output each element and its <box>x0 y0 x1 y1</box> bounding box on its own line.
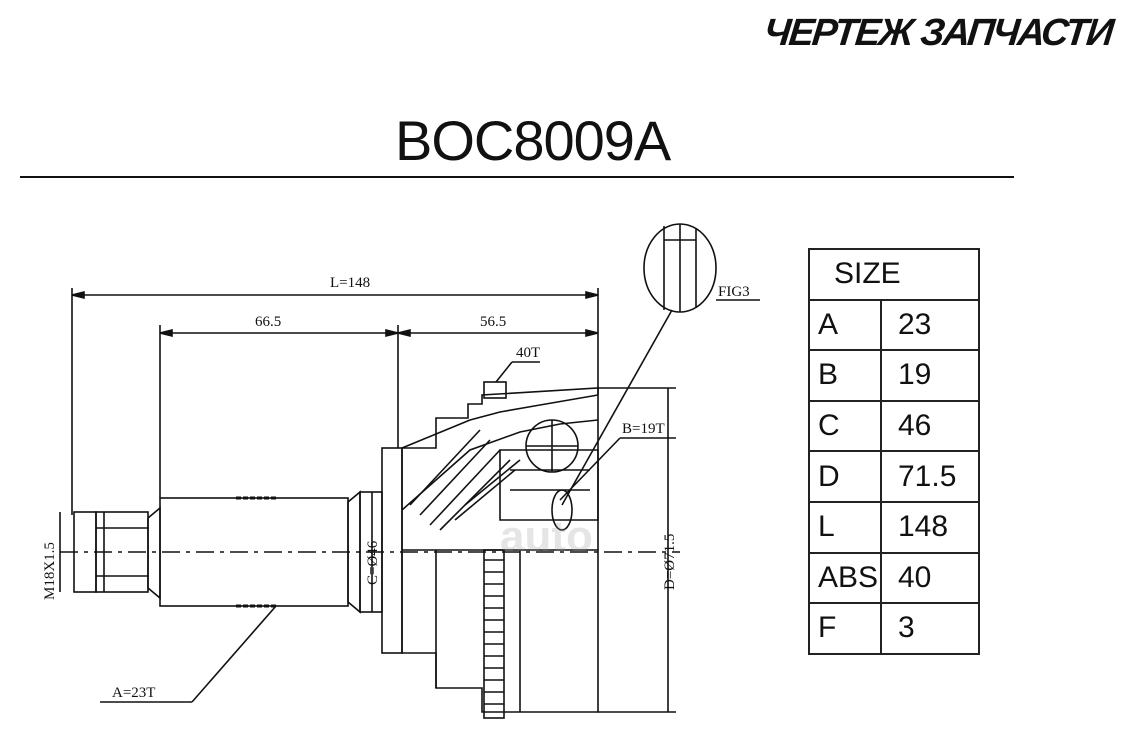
a-leader: A=23T <box>100 605 277 703</box>
size-value: 3 <box>880 602 980 655</box>
size-key: D <box>808 450 882 503</box>
table-row: B 19 <box>808 349 980 402</box>
right-dim-label: 56.5 <box>480 314 506 330</box>
abs-leader: 40T <box>495 345 540 383</box>
size-key: B <box>808 349 882 402</box>
dimension-segments: 66.5 56.5 <box>159 314 599 498</box>
dimension-length: L=148 <box>71 275 599 515</box>
size-table: SIZE A 23 B 19 C 46 D 71.5 L 148 ABS 40 … <box>808 248 980 655</box>
thread-label: M18X1.5 <box>42 542 58 600</box>
fig3-detail: FIG3 <box>561 223 760 506</box>
size-value: 19 <box>880 349 980 402</box>
size-header: SIZE <box>808 248 980 301</box>
table-row: D 71.5 <box>808 450 980 503</box>
size-key: L <box>808 500 882 554</box>
size-key: F <box>808 602 882 655</box>
size-key: ABS <box>808 551 882 605</box>
title-divider <box>20 176 1014 178</box>
size-key: A <box>808 298 882 352</box>
table-row: L 148 <box>808 500 980 554</box>
size-value: 71.5 <box>880 450 980 503</box>
abs-ring <box>483 549 505 719</box>
a-label: A=23T <box>112 685 155 701</box>
b-leader: B=19T <box>559 421 676 501</box>
c-label: C=Ø46 <box>365 540 381 585</box>
table-row: ABS 40 <box>808 551 980 605</box>
length-label: L=148 <box>330 275 370 291</box>
d-label: D=Ø71.5 <box>662 534 678 590</box>
table-row: C 46 <box>808 399 980 453</box>
size-value: 23 <box>880 298 980 352</box>
threaded-stub <box>73 506 161 600</box>
size-value: 46 <box>880 399 980 453</box>
size-key: C <box>808 399 882 453</box>
abs-label: 40T <box>516 345 540 361</box>
fig-label: FIG3 <box>718 284 750 300</box>
dimension-thread: M18X1.5 <box>42 512 61 600</box>
table-row: F 3 <box>808 602 980 655</box>
size-value: 148 <box>880 500 980 554</box>
size-table-header: SIZE <box>808 248 980 301</box>
watermark: auto <box>500 512 593 561</box>
size-value: 40 <box>880 551 980 605</box>
dimension-c: C=Ø46 <box>365 492 381 612</box>
part-number: BOC8009A <box>395 109 671 172</box>
left-dim-label: 66.5 <box>255 314 281 330</box>
b-label: B=19T <box>622 421 665 437</box>
dimension-d: D=Ø71.5 <box>598 387 678 713</box>
table-row: A 23 <box>808 298 980 352</box>
